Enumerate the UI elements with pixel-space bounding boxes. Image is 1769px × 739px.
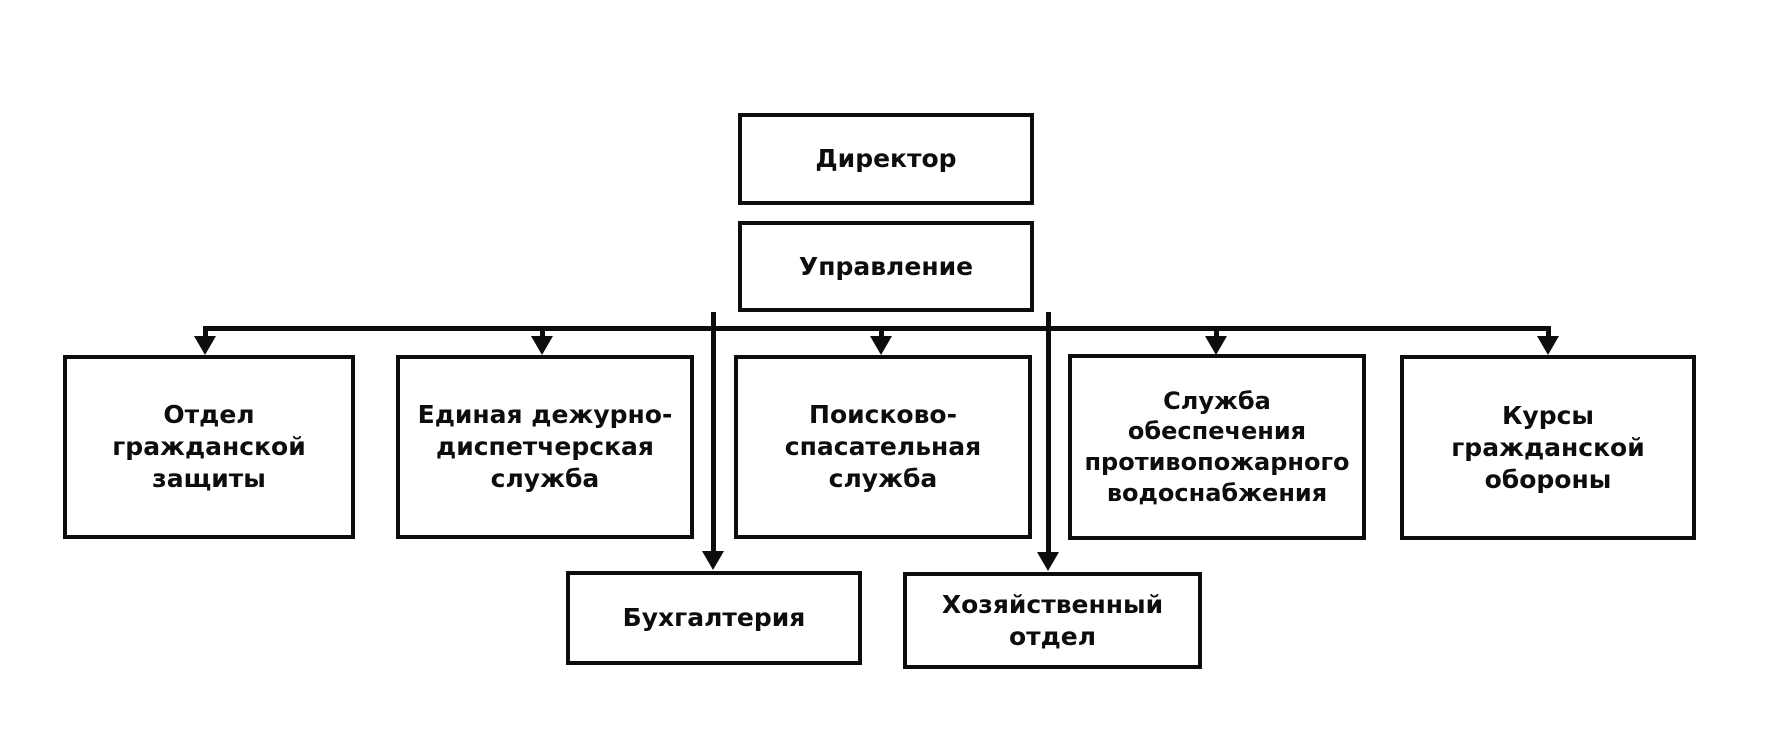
edge-horizontal-bus (203, 326, 1551, 331)
node-dept-civil-protection-label: Отдел гражданской защиты (112, 400, 306, 493)
edge-drop-duty-dispatch (540, 326, 545, 342)
node-dept-search-rescue[interactable]: Поисково- спасательная служба (734, 355, 1032, 539)
node-dept-facilities-label: Хозяйственный отдел (941, 589, 1164, 651)
edge-management-left-drop (711, 312, 716, 330)
node-dept-search-rescue-label: Поисково- спасательная служба (784, 400, 982, 493)
arrowhead-duty-dispatch (531, 336, 553, 355)
edge-drop-civil-protection (203, 326, 208, 342)
node-dept-civil-defence-courses[interactable]: Курсы гражданской обороны (1400, 355, 1696, 540)
node-director-label: Директор (815, 144, 957, 173)
node-dept-duty-dispatch[interactable]: Единая дежурно- диспетчерская служба (396, 355, 694, 539)
node-management-label: Управление (798, 251, 974, 281)
arrowhead-accounting (702, 551, 724, 570)
edge-drop-fire-water-supply (1214, 326, 1219, 342)
node-dept-accounting-label: Бухгалтерия (622, 603, 806, 632)
edge-drop-civil-defence-courses (1546, 326, 1551, 342)
node-dept-facilities[interactable]: Хозяйственный отдел (903, 572, 1202, 669)
node-director[interactable]: Директор (738, 113, 1034, 205)
node-dept-fire-water-supply[interactable]: Служба обеспечения противопожарного водо… (1068, 354, 1366, 540)
edge-drop-facilities (1046, 326, 1051, 552)
node-dept-civil-protection[interactable]: Отдел гражданской защиты (63, 355, 355, 539)
node-management[interactable]: Управление (738, 221, 1034, 312)
arrowhead-fire-water-supply (1205, 336, 1227, 355)
edge-drop-search-rescue (879, 326, 884, 342)
edge-management-right-drop (1046, 312, 1051, 330)
edge-drop-accounting (711, 326, 716, 551)
arrowhead-civil-protection (194, 336, 216, 355)
arrowhead-civil-defence-courses (1537, 336, 1559, 355)
arrowhead-search-rescue (870, 336, 892, 355)
node-dept-civil-defence-courses-label: Курсы гражданской обороны (1451, 400, 1645, 494)
node-dept-accounting[interactable]: Бухгалтерия (566, 571, 862, 665)
node-dept-fire-water-supply-label: Служба обеспечения противопожарного водо… (1084, 386, 1350, 507)
node-dept-duty-dispatch-label: Единая дежурно- диспетчерская служба (417, 400, 673, 493)
arrowhead-facilities (1037, 552, 1059, 571)
